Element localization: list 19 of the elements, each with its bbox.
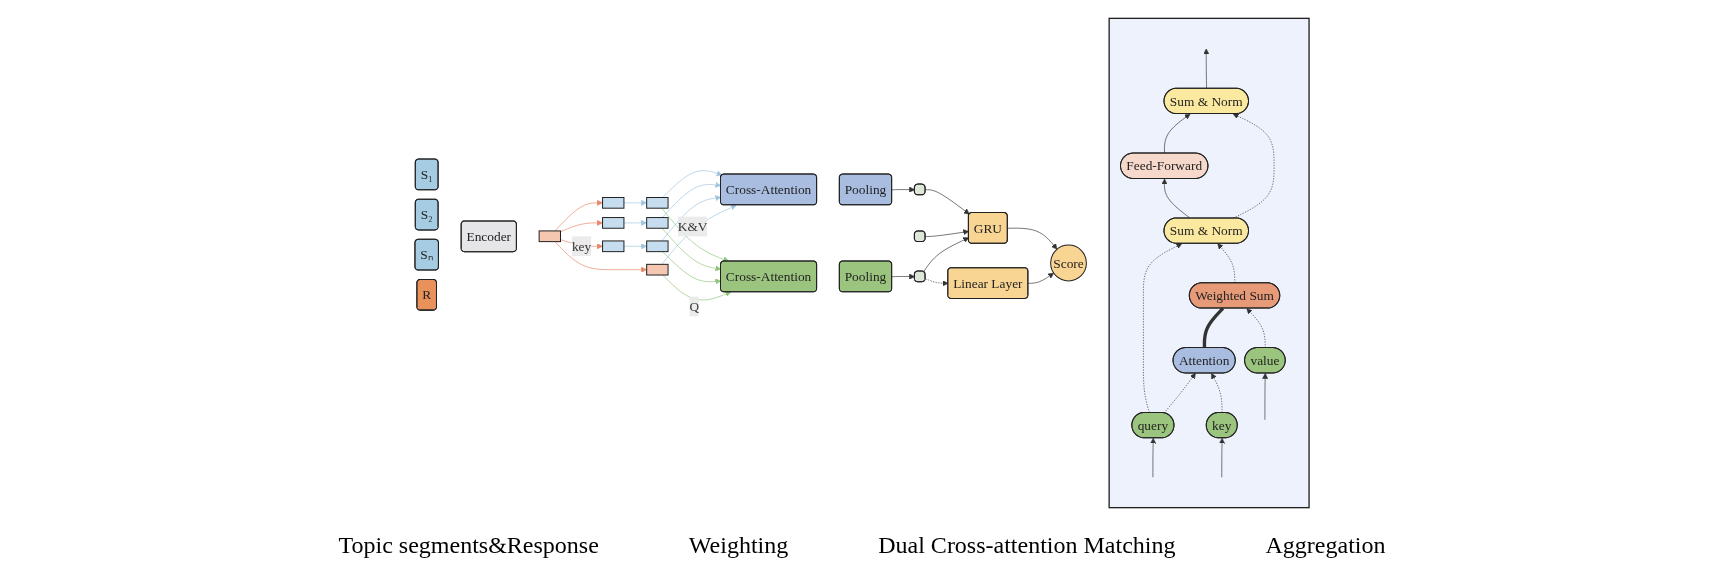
- edge-label: key: [571, 238, 592, 254]
- section-caption: Weighting: [688, 532, 789, 559]
- node-box: [602, 217, 625, 229]
- node-box: [646, 217, 669, 229]
- connector: [1202, 307, 1225, 348]
- node-box: [646, 240, 669, 253]
- node-box: [602, 240, 625, 253]
- node-box: [538, 230, 561, 243]
- section-caption: Aggregation: [1265, 532, 1386, 559]
- node-box: [646, 197, 669, 209]
- edge-label: K&V: [677, 219, 708, 234]
- node-box: [646, 263, 669, 276]
- edge-label: Q: [689, 299, 700, 314]
- cluster: [1108, 17, 1310, 509]
- section-caption: Dual Cross-attention Matching: [878, 532, 1176, 559]
- node-circle: [1050, 244, 1087, 282]
- node-box: [602, 197, 625, 209]
- diagram: key K&V Q Sum & Norm Feed-Forward Sum & Norm query Weighted Sum Attention key value S₁ S₂ Sₙ R Encoder Cross-Attention Cross-Attention Pooling Pooling GRU Linear Layer Score: [12, 13, 1712, 513]
- section-caption: Topic segments&Response: [338, 532, 599, 559]
